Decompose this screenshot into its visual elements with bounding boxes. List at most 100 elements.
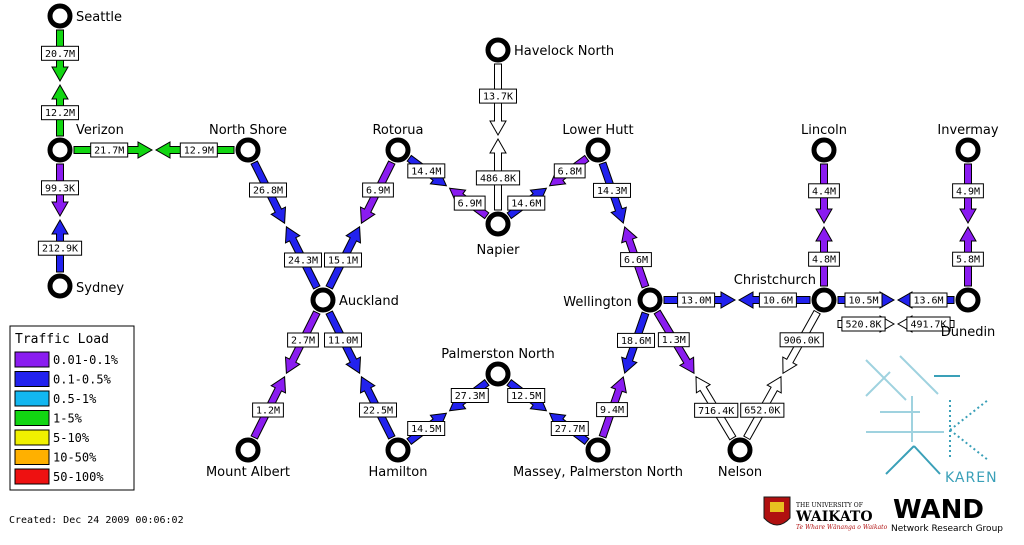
link-value-rotorua-to-napier: 14.4M xyxy=(407,163,446,179)
svg-text:652.0K: 652.0K xyxy=(744,406,780,417)
svg-text:4.4M: 4.4M xyxy=(812,186,836,197)
node-dunedin[interactable]: Dunedin xyxy=(941,287,996,340)
svg-text:27.3M: 27.3M xyxy=(455,391,485,402)
node-circle-icon xyxy=(47,3,73,29)
legend-item: 0.1-0.5% xyxy=(14,371,112,387)
svg-text:14.3M: 14.3M xyxy=(597,186,627,197)
svg-text:15.1M: 15.1M xyxy=(328,256,358,267)
link-value-napier-to-havelock: 486.8K xyxy=(475,170,521,186)
node-circle-icon xyxy=(485,361,511,387)
link-value-auckland-to-northshore: 24.3M xyxy=(284,252,322,268)
svg-text:14.4M: 14.4M xyxy=(411,166,441,177)
node-havelock[interactable]: Havelock North xyxy=(485,37,614,63)
node-rotorua[interactable]: Rotorua xyxy=(372,123,424,163)
link-lowerhutt-wellington[interactable] xyxy=(598,161,650,289)
node-nelson[interactable]: Nelson xyxy=(718,437,762,480)
node-lowerhutt[interactable]: Lower Hutt xyxy=(562,123,634,163)
node-label: Lincoln xyxy=(801,123,847,138)
node-napier[interactable]: Napier xyxy=(477,211,521,258)
node-label: Mount Albert xyxy=(206,465,290,480)
link-auckland-hamilton[interactable] xyxy=(325,310,396,440)
link-auckland-mountalbert[interactable] xyxy=(250,310,321,440)
node-lincoln[interactable]: Lincoln xyxy=(801,123,847,163)
legend-swatch xyxy=(14,351,50,368)
node-christchurch[interactable]: Christchurch xyxy=(734,273,837,313)
link-value-verizon-to-seattle: 12.2M xyxy=(41,105,79,121)
node-label: Invermay xyxy=(937,123,999,138)
link-wellington-massey[interactable] xyxy=(598,311,650,439)
legend-item: 10-50% xyxy=(14,449,97,465)
node-seattle[interactable]: Seattle xyxy=(47,3,122,29)
node-circle-icon xyxy=(47,137,73,163)
legend-items: 0.01-0.1%0.1-0.5%0.5-1%1-5%5-10%10-50%50… xyxy=(14,351,119,485)
svg-text:9.4M: 9.4M xyxy=(600,405,624,416)
link-value-massey-to-wellington: 9.4M xyxy=(596,402,628,418)
node-auckland[interactable]: Auckland xyxy=(310,287,399,313)
link-wellington-nelson[interactable] xyxy=(653,309,737,441)
node-northshore[interactable]: North Shore xyxy=(209,123,287,163)
node-circle-icon xyxy=(310,287,336,313)
link-value-dunedin-to-christchurch: 13.6M xyxy=(909,292,948,308)
waikato-motto: Te Whare Wānanga o Waikato xyxy=(796,524,888,531)
waikato-top-text: THE UNIVERSITY OF xyxy=(796,502,863,509)
node-sydney[interactable]: Sydney xyxy=(47,273,124,299)
node-circle-icon xyxy=(47,273,73,299)
node-circle-icon xyxy=(235,137,261,163)
legend-label: 0.01-0.1% xyxy=(53,353,119,367)
link-havelock-napier[interactable] xyxy=(489,63,507,211)
node-label: Nelson xyxy=(718,465,762,480)
link-value-dunedin-to-christchurch: 491.7K xyxy=(906,316,951,332)
link-rotorua-auckland[interactable] xyxy=(325,160,396,290)
link-invermay-dunedin[interactable] xyxy=(959,163,977,287)
legend-swatch xyxy=(14,390,50,407)
svg-text:906.0K: 906.0K xyxy=(784,335,820,346)
link-northshore-auckland[interactable] xyxy=(250,160,321,290)
node-label: Wellington xyxy=(563,295,632,310)
node-massey[interactable]: Massey, Palmerston North xyxy=(513,437,683,480)
svg-text:20.7M: 20.7M xyxy=(45,49,75,60)
svg-text:716.4K: 716.4K xyxy=(698,406,734,417)
legend-swatch xyxy=(14,468,50,485)
traffic-legend: Traffic Load 0.01-0.1%0.1-0.5%0.5-1%1-5%… xyxy=(9,325,135,491)
svg-text:99.3K: 99.3K xyxy=(45,183,75,194)
link-value-northshore-to-verizon: 12.9M xyxy=(179,142,218,158)
node-hamilton[interactable]: Hamilton xyxy=(369,437,428,480)
node-label: Napier xyxy=(477,243,521,258)
svg-text:14.5M: 14.5M xyxy=(411,424,441,435)
node-label: Christchurch xyxy=(734,273,816,288)
node-wellington[interactable]: Wellington xyxy=(563,287,663,313)
link-verizon-sydney[interactable] xyxy=(51,163,69,273)
svg-text:11.0M: 11.0M xyxy=(328,336,358,347)
link-christchurch-nelson[interactable] xyxy=(743,309,821,441)
node-palmerston[interactable]: Palmerston North xyxy=(441,347,555,387)
svg-text:6.9M: 6.9M xyxy=(458,199,482,210)
link-value-napier-to-lowerhutt: 14.6M xyxy=(507,195,546,211)
link-value-wellington-to-christchurch: 13.0M xyxy=(677,292,716,308)
node-mountalbert[interactable]: Mount Albert xyxy=(206,437,290,480)
node-invermay[interactable]: Invermay xyxy=(937,123,999,163)
legend-label: 0.5-1% xyxy=(53,392,97,406)
link-value-massey-to-palmerston: 27.7M xyxy=(550,421,589,436)
link-lincoln-christchurch[interactable] xyxy=(815,163,833,287)
link-value-auckland-to-rotorua: 15.1M xyxy=(324,252,362,268)
node-label: Verizon xyxy=(76,123,124,138)
link-value-christchurch-to-dunedin: 10.5M xyxy=(844,292,883,308)
link-value-christchurch-to-dunedin: 520.8K xyxy=(841,316,886,332)
svg-text:4.9M: 4.9M xyxy=(956,186,980,197)
link-value-lowerhutt-to-napier: 6.8M xyxy=(553,163,586,179)
link-value-hamilton-to-palmerston: 14.5M xyxy=(407,421,446,436)
node-label: Lower Hutt xyxy=(562,123,633,138)
node-label: Auckland xyxy=(339,294,399,309)
link-value-christchurch-to-nelson: 906.0K xyxy=(779,332,824,348)
node-verizon[interactable]: Verizon xyxy=(47,123,124,163)
svg-text:491.7K: 491.7K xyxy=(910,320,946,331)
svg-text:1.3M: 1.3M xyxy=(662,335,686,346)
node-circle-icon xyxy=(637,287,663,313)
link-value-palmerston-to-massey: 12.5M xyxy=(507,388,546,403)
link-value-rotorua-to-auckland: 6.9M xyxy=(362,182,394,198)
legend-swatch xyxy=(14,429,50,446)
link-value-invermay-to-dunedin: 4.9M xyxy=(952,183,984,199)
link-value-seattle-to-verizon: 20.7M xyxy=(41,45,79,61)
